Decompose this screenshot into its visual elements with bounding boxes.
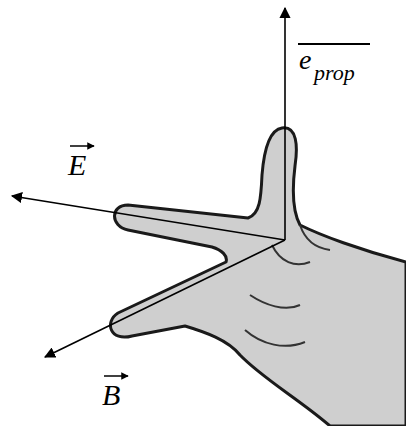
vector-subscript: prop [314,62,355,84]
hand [110,128,406,426]
b-field-axis [45,240,285,357]
e-axis [284,8,286,240]
field-label: E [68,150,86,180]
field-label: B [102,380,120,410]
e-field-axis [12,196,285,240]
vector-arrow [70,145,94,147]
vector-label: e [299,46,311,74]
vector-arrow [104,375,128,377]
vector-overline [298,43,370,45]
finger-crease [245,225,330,346]
